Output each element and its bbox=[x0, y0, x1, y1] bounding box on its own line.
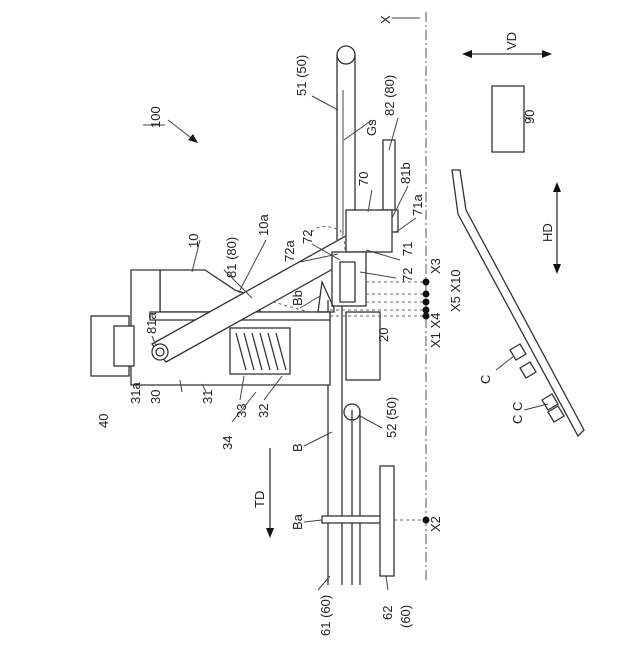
controller-90 bbox=[492, 86, 524, 152]
gate-72 bbox=[340, 262, 355, 302]
label-gs: Gs bbox=[364, 119, 379, 136]
label-61: 61 (60) bbox=[318, 595, 333, 636]
label-34: 34 bbox=[220, 436, 235, 450]
label-70: 70 bbox=[356, 172, 371, 186]
motor-shaft-housing bbox=[114, 326, 134, 366]
label-81b: 81b bbox=[398, 162, 413, 184]
point-x10 bbox=[423, 299, 430, 306]
leader-71a bbox=[396, 218, 416, 232]
label-x3: X3 bbox=[428, 258, 443, 274]
leader-62 bbox=[386, 576, 388, 590]
label-90: 90 bbox=[522, 110, 537, 124]
label-82: 82 (80) bbox=[382, 75, 397, 116]
leader-c bbox=[496, 356, 514, 370]
label-b: B bbox=[290, 443, 305, 452]
label-20: 20 bbox=[376, 328, 391, 342]
label-10a: 10a bbox=[256, 214, 271, 236]
label-71a: 71a bbox=[410, 194, 425, 216]
label-31: 31 bbox=[200, 390, 215, 404]
label-62: 62 bbox=[380, 606, 395, 620]
label-81: 81 (80) bbox=[224, 237, 239, 278]
plate-62 bbox=[380, 466, 394, 576]
label-72-b: 72 bbox=[400, 268, 415, 282]
label-62-paren: (60) bbox=[398, 605, 413, 628]
label-cc: C C bbox=[510, 402, 525, 424]
label-vd: VD bbox=[504, 32, 519, 50]
label-10: 10 bbox=[186, 234, 201, 248]
label-x1x4: X1 X4 bbox=[428, 313, 443, 348]
label-32: 32 bbox=[256, 404, 271, 418]
label-72-a: 72 bbox=[300, 230, 315, 244]
leader-70 bbox=[368, 190, 372, 212]
point-x3 bbox=[423, 279, 430, 286]
leader-51 bbox=[312, 96, 338, 110]
label-ba: Ba bbox=[290, 513, 305, 530]
label-bb: Bb bbox=[290, 290, 305, 306]
label-31a: 31a bbox=[128, 382, 143, 404]
block-20 bbox=[346, 312, 380, 380]
label-hd: HD bbox=[540, 223, 555, 242]
label-81a: 81a bbox=[144, 312, 159, 334]
label-52: 52 (50) bbox=[384, 397, 399, 438]
td-arrow-head bbox=[266, 528, 274, 538]
point-x5 bbox=[423, 291, 430, 298]
vd-arrow-head-right bbox=[542, 50, 552, 58]
label-30: 30 bbox=[148, 390, 163, 404]
label-td: TD bbox=[252, 491, 267, 508]
label-40: 40 bbox=[96, 414, 111, 428]
leader-cc bbox=[524, 404, 548, 410]
vd-arrow-head-left bbox=[462, 50, 472, 58]
label-72a: 72a bbox=[282, 240, 297, 262]
label-x5x10: X5 X10 bbox=[448, 269, 463, 312]
leader-ba bbox=[304, 520, 322, 522]
item-c-2 bbox=[520, 362, 536, 378]
pulley-51 bbox=[337, 46, 355, 64]
hd-arrow-head-down bbox=[553, 264, 561, 274]
stopper-ba bbox=[322, 516, 382, 523]
pivot-81a bbox=[152, 344, 168, 360]
leader-52 bbox=[360, 416, 382, 428]
bracket-70 bbox=[346, 210, 392, 252]
label-x: X bbox=[378, 15, 393, 24]
label-100: 100 bbox=[148, 106, 163, 128]
label-x2: X2 bbox=[428, 516, 443, 532]
inclined-conveyor bbox=[452, 170, 584, 436]
ref-100-arrow-line bbox=[168, 120, 194, 140]
label-51: 51 (50) bbox=[294, 55, 309, 96]
ref-100-arrow-head bbox=[188, 134, 198, 143]
label-71: 71 bbox=[400, 242, 415, 256]
label-33: 33 bbox=[234, 404, 249, 418]
label-c: C bbox=[478, 375, 493, 384]
hd-arrow-head-up bbox=[553, 182, 561, 192]
point-x1 bbox=[423, 307, 430, 314]
